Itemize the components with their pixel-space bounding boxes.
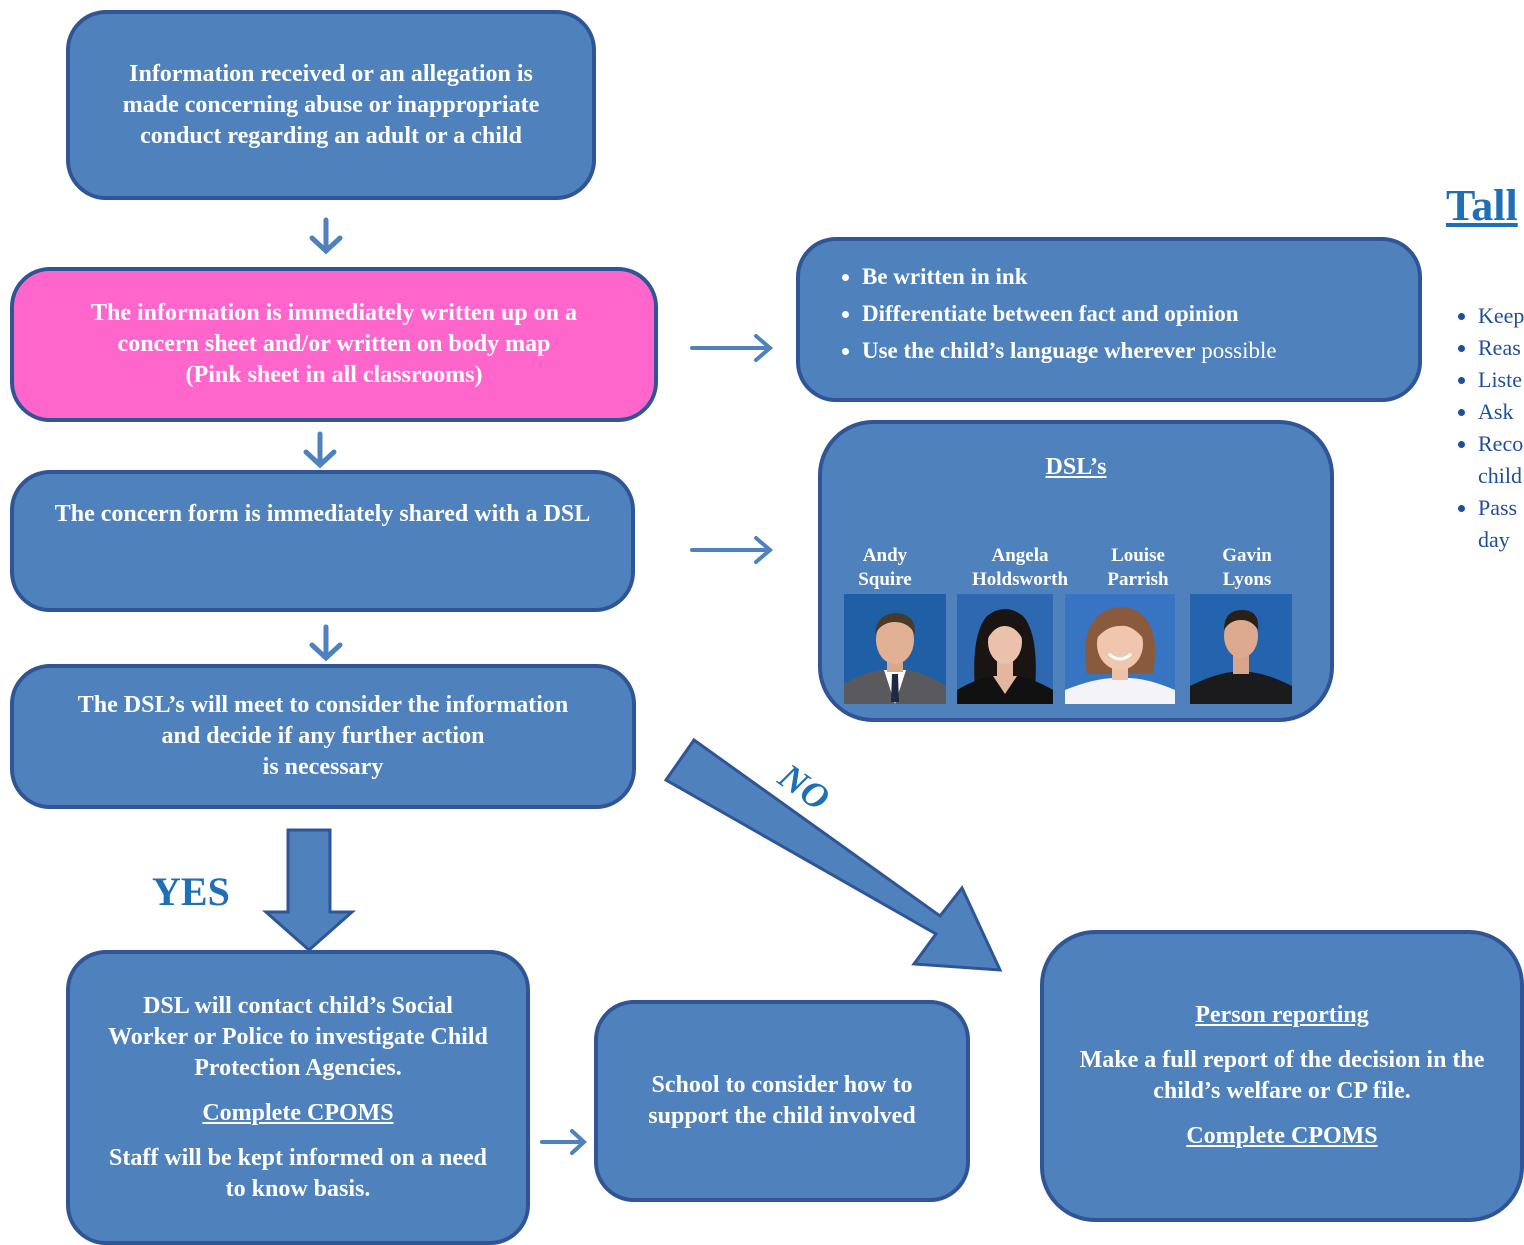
box-dsl-meet-line-1: The DSL’s will meet to consider the info… (77, 692, 569, 718)
yes-label: YES (152, 869, 230, 914)
no-block-arrow (663, 737, 1003, 972)
dsl-person-andy: Andy Squire (858, 545, 912, 590)
talking-list: Keep Reas Liste Ask Reco child Pass day (1440, 300, 1524, 556)
box-dsl-meet-line-2: and decide if any further action (161, 723, 485, 749)
right-arrow-dsl (690, 536, 774, 564)
yes-block-arrow (262, 828, 356, 953)
box-school-support-text: School to consider how to support the ch… (648, 1072, 916, 1129)
talking-item: Reas (1478, 332, 1524, 364)
box-information-received: Information received or an allegation is… (66, 10, 596, 200)
photo-gavin-lyons (1190, 594, 1292, 704)
complete-cpoms-link[interactable]: Complete CPOMS (202, 1099, 394, 1126)
box-written-up: The information is immediately written u… (10, 267, 658, 422)
record-rules-box: Be written in ink Differentiate between … (796, 237, 1422, 402)
box-dsl-meet: The DSL’s will meet to consider the info… (10, 664, 636, 809)
talking-item: Pass (1478, 492, 1524, 524)
record-rules-list: Be written in ink Differentiate between … (800, 258, 1277, 369)
box-information-received-text: Information received or an allegation is… (122, 60, 540, 149)
photo-angela-holdsworth (957, 594, 1053, 704)
box-written-up-line-3: (Pink sheet in all classrooms) (185, 362, 483, 388)
talking-title: Tall (1446, 181, 1518, 230)
talking-item: Reco (1478, 428, 1524, 460)
dsl-person-louise: Louise Parrish (1107, 545, 1169, 590)
box-dsl-contact-footer: Staff will be kept informed on a need to… (109, 1144, 487, 1202)
box-written-up-line-1: The information is immediately written u… (91, 300, 577, 326)
box-concern-shared-text: The concern form is immediately shared w… (54, 501, 591, 527)
rule-item: Be written in ink (862, 258, 1277, 295)
complete-cpoms-link-2[interactable]: Complete CPOMS (1186, 1123, 1378, 1149)
box-concern-shared: The concern form is immediately shared w… (10, 470, 635, 612)
box-school-support: School to consider how to support the ch… (594, 1000, 970, 1202)
dsl-box: DSL’s Andy Squire Angela Holdsworth Loui… (818, 420, 1334, 722)
dsl-person-angela: Angela Holdsworth (971, 545, 1069, 590)
dsl-title: DSL’s (1045, 454, 1107, 480)
rule-item: Differentiate between fact and opinion (862, 295, 1277, 332)
down-arrow-1 (309, 217, 343, 255)
photo-louise-parrish (1065, 594, 1175, 704)
right-arrow-support (540, 1129, 587, 1155)
rule-item: Use the child’s language wherever possib… (862, 332, 1277, 369)
talking-item-continuation: day (1478, 527, 1510, 552)
down-arrow-2 (303, 431, 337, 469)
box-person-reporting: Person reporting Make a full report of t… (1040, 930, 1524, 1222)
down-arrow-3 (309, 624, 343, 662)
talking-item: Liste (1478, 364, 1524, 396)
box-dsl-contact-text: DSL will contact child’s Social Worker o… (108, 992, 488, 1081)
talking-item: Ask (1478, 396, 1524, 428)
right-arrow-rules (690, 334, 774, 362)
dsl-person-gavin: Gavin Lyons (1222, 545, 1272, 590)
box-written-up-line-2: concern sheet and/or written on body map (117, 331, 551, 357)
person-reporting-heading: Person reporting (1195, 1002, 1369, 1028)
talking-item: Keep (1478, 300, 1524, 332)
talking-item-continuation: child (1478, 463, 1522, 488)
box-dsl-contact: DSL will contact child’s Social Worker o… (66, 950, 530, 1245)
photo-andy-squire (844, 594, 946, 704)
box-dsl-meet-line-3: is necessary (262, 754, 384, 780)
person-reporting-text: Make a full report of the decision in th… (1079, 1047, 1485, 1104)
